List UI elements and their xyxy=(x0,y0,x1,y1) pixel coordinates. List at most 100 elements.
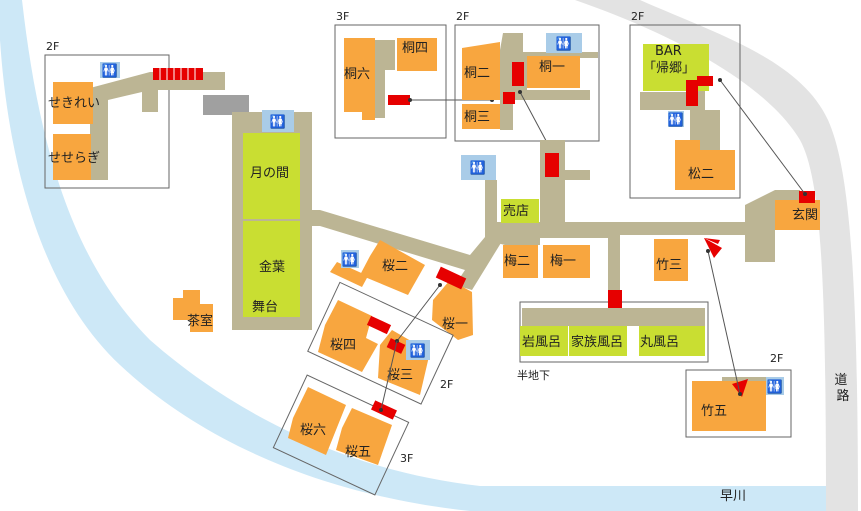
stairs-kiri-2f-b[interactable] xyxy=(503,92,515,104)
floor-box-3f-kiri xyxy=(334,24,447,139)
room-tsukinoma[interactable] xyxy=(243,133,300,219)
wc-bar[interactable] xyxy=(668,111,684,127)
stairs-sakura-3f-a[interactable] xyxy=(366,315,392,335)
room-sakuraroku[interactable] xyxy=(288,387,346,455)
room-kirishi[interactable] xyxy=(397,38,437,71)
road-label: 道 路 xyxy=(834,373,851,404)
floor-box-2f-sakura xyxy=(307,281,454,405)
corridor-diagonal xyxy=(300,210,512,290)
road-label-char1: 道 xyxy=(834,373,847,388)
room-umeni[interactable] xyxy=(503,245,538,278)
floor-label-2f-take: 2F xyxy=(770,352,783,365)
room-seseragi[interactable] xyxy=(53,134,91,180)
room-sakurashi[interactable] xyxy=(318,300,378,372)
room-maruburo[interactable] xyxy=(639,326,705,356)
room-label-takesan: 竹三 xyxy=(656,258,682,273)
stairs-sakura-5[interactable] xyxy=(371,400,397,420)
stair-dot xyxy=(408,98,412,102)
room-label-kirini: 桐二 xyxy=(464,66,490,81)
room-sakuraichi[interactable] xyxy=(432,280,473,340)
room-label-genkan: 玄関 xyxy=(792,208,818,223)
stairs-basement[interactable] xyxy=(608,290,622,308)
stairs-lines xyxy=(159,68,196,80)
stair-connector xyxy=(396,284,441,342)
stair-dot xyxy=(379,408,383,412)
room-kirini[interactable] xyxy=(462,42,500,100)
room-kirisan[interactable] xyxy=(462,104,500,129)
stairs-spiral-take[interactable] xyxy=(732,379,748,397)
stairs-genkan[interactable] xyxy=(799,191,815,203)
wc-take[interactable] xyxy=(766,377,784,395)
room-sakurasan[interactable] xyxy=(378,330,430,395)
floor-box-2f-take xyxy=(685,369,792,438)
room-label-kiriroku: 桐六 xyxy=(344,67,370,82)
stair-connector xyxy=(707,250,741,395)
room-label-sakuraichi: 桜一 xyxy=(442,317,468,332)
corridor-kiri-3f xyxy=(372,40,395,118)
corridor-center xyxy=(485,140,745,292)
floor-label-3f-sakura: 3F xyxy=(400,452,413,465)
room-label-butai: 舞台 xyxy=(252,300,278,315)
room-matsuni[interactable] xyxy=(675,140,735,190)
stairs-kiri-3f[interactable] xyxy=(388,95,410,105)
floor-label-2f-kiri: 2F xyxy=(456,10,469,23)
room-label-maruburo: 丸風呂 xyxy=(640,335,679,350)
stairs-left-wing[interactable] xyxy=(153,68,203,80)
wc-left-wing[interactable] xyxy=(100,62,120,78)
room-label-sakurani: 桜二 xyxy=(382,259,408,274)
stair-connector xyxy=(380,340,398,411)
room-label-sekirei: せきれい xyxy=(48,96,100,111)
room-kazokuburo[interactable] xyxy=(569,326,627,356)
corridor-basement xyxy=(522,308,705,326)
floor-label-3f-kiri: 3F xyxy=(336,10,349,23)
stair-dot xyxy=(803,192,807,196)
room-label-umeichi: 梅一 xyxy=(550,254,576,269)
wc-icon: 🚻 xyxy=(470,160,486,176)
room-chashitsu[interactable] xyxy=(173,290,213,332)
room-label-sakuraroku: 桜六 xyxy=(300,423,326,438)
room-sekirei[interactable] xyxy=(53,82,93,124)
room-small-sakura[interactable] xyxy=(330,262,368,287)
road xyxy=(575,0,858,511)
stairs-sakura-2f[interactable] xyxy=(435,266,467,290)
stair-connector xyxy=(719,79,806,195)
stairs-bar[interactable] xyxy=(686,80,698,106)
room-label-kiriichi: 桐一 xyxy=(539,60,565,75)
room-label-seseragi: せせらぎ xyxy=(48,151,100,166)
stairs-kiri-2f-a[interactable] xyxy=(512,62,524,86)
wc-icon: 🚻 xyxy=(410,343,426,359)
room-takesan[interactable] xyxy=(654,239,688,281)
wc-main-hall[interactable] xyxy=(262,110,294,132)
room-baiten[interactable] xyxy=(501,199,539,223)
room-label-chashitsu: 茶室 xyxy=(187,313,213,329)
room-label-takego: 竹五 xyxy=(701,404,727,419)
room-umeichi[interactable] xyxy=(543,245,590,278)
room-kiriichi[interactable] xyxy=(527,56,580,88)
room-takego[interactable] xyxy=(692,381,766,431)
stair-dot xyxy=(518,90,522,94)
room-sakurani[interactable] xyxy=(360,240,425,295)
floor-label-basement: 半地下 xyxy=(517,368,550,382)
room-kiriroku[interactable] xyxy=(344,38,375,120)
wc-icon: 🚻 xyxy=(270,114,286,130)
wc-kiri-2f[interactable] xyxy=(546,33,582,53)
floor-box-2f-kiri xyxy=(454,24,600,142)
room-iwaburo[interactable] xyxy=(520,326,568,356)
room-label-kirisan: 桐三 xyxy=(464,110,490,125)
room-sakurago[interactable] xyxy=(336,408,392,465)
floor-label-2f-left: 2F xyxy=(46,40,59,53)
stairs-bar-top[interactable] xyxy=(697,76,713,86)
elevator-block xyxy=(203,95,249,115)
wc-center[interactable] xyxy=(461,155,496,180)
stairs-spiral-center[interactable] xyxy=(704,238,722,258)
room-label-sakurasan: 桜三 xyxy=(387,368,413,383)
wc-sakura-2f[interactable] xyxy=(406,340,430,360)
room-genkan[interactable] xyxy=(775,200,820,230)
room-kinyo[interactable] xyxy=(243,221,300,295)
wc-icon: 🚻 xyxy=(102,63,118,79)
room-butai[interactable] xyxy=(243,295,300,317)
stairs-center[interactable] xyxy=(545,153,559,177)
wc-sakura-top[interactable] xyxy=(341,250,359,268)
stair-dot xyxy=(706,249,710,253)
